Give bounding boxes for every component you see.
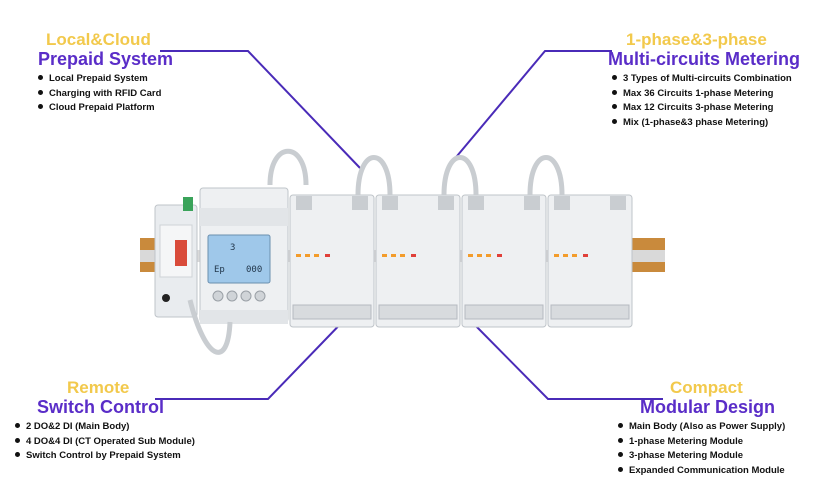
- callout-kicker: Local&Cloud: [46, 30, 151, 49]
- list-item: Cloud Prepaid Platform: [38, 101, 173, 116]
- bullet-icon: [38, 89, 43, 95]
- list-item: 1-phase Metering Module: [618, 435, 785, 450]
- callout-kicker: Remote: [67, 378, 130, 397]
- bullet-icon: [612, 75, 617, 80]
- list-item: 4 DO&4 DI (CT Operated Sub Module): [15, 435, 195, 450]
- connector-cables: [187, 148, 565, 355]
- callout-modular-design: Compact Modular Design Main Body (Also a…: [618, 378, 785, 478]
- leader-lines: [155, 50, 663, 400]
- callout-multi-circuits: 1-phase&3-phase Multi-circuits Metering …: [608, 30, 812, 130]
- list-item: 3 Types of Multi-circuits Combination: [612, 72, 812, 87]
- callout-list: Main Body (Also as Power Supply) 1-phase…: [618, 420, 785, 478]
- lcd-digit: 3: [230, 243, 235, 253]
- list-item: Mix (1-phase&3 phase Metering): [612, 116, 812, 131]
- bullet-icon: [618, 437, 623, 443]
- list-item: Local Prepaid System: [38, 72, 173, 87]
- callout-list: Local Prepaid System Charging with RFID …: [38, 72, 173, 116]
- lcd-value: 000: [246, 265, 262, 275]
- main-body-module: 3 Ep 000: [199, 187, 289, 324]
- callout-heading: Switch Control: [37, 397, 164, 417]
- callout-heading: Prepaid System: [38, 49, 174, 69]
- bullet-icon: [38, 104, 43, 110]
- list-item: Max 36 Circuits 1-phase Metering: [612, 87, 812, 102]
- list-item: Switch Control by Prepaid System: [15, 449, 195, 464]
- leader-line-top-left: [160, 50, 361, 169]
- callout-kicker: Compact: [670, 378, 743, 397]
- bullet-icon: [618, 423, 623, 428]
- callout-prepaid-system: Local&Cloud Prepaid System Local Prepaid…: [38, 30, 173, 116]
- callout-heading: Modular Design: [640, 397, 776, 417]
- bullet-icon: [38, 75, 43, 80]
- bullet-icon: [15, 423, 20, 428]
- leader-line-bottom-left: [155, 311, 353, 400]
- list-item: Main Body (Also as Power Supply): [618, 420, 785, 435]
- bullet-icon: [618, 452, 623, 458]
- callout-heading: Multi-circuits Metering: [608, 49, 801, 69]
- leader-line-top-right: [451, 50, 612, 163]
- breaker-module: [154, 197, 198, 318]
- list-item: 2 DO&2 DI (Main Body): [15, 420, 195, 435]
- leader-line-bottom-right: [467, 317, 663, 400]
- list-item: 3-phase Metering Module: [618, 449, 785, 464]
- bullet-icon: [612, 89, 617, 95]
- list-item: Max 12 Circuits 3-phase Metering: [612, 101, 812, 116]
- bullet-icon: [15, 437, 20, 443]
- bullet-icon: [612, 118, 617, 124]
- callout-list: 3 Types of Multi-circuits Combination Ma…: [612, 72, 812, 130]
- callout-kicker: 1-phase&3-phase: [626, 30, 767, 49]
- bullet-icon: [618, 466, 623, 472]
- bullet-icon: [15, 452, 20, 458]
- callout-switch-control: Remote Switch Control 2 DO&2 DI (Main Bo…: [15, 378, 195, 464]
- lcd-label: Ep: [214, 265, 225, 275]
- list-item: Charging with RFID Card: [38, 87, 173, 102]
- bullet-icon: [612, 104, 617, 110]
- metering-modules: [289, 194, 633, 328]
- callout-list: 2 DO&2 DI (Main Body) 4 DO&4 DI (CT Oper…: [15, 420, 195, 464]
- list-item: Expanded Communication Module: [618, 464, 785, 479]
